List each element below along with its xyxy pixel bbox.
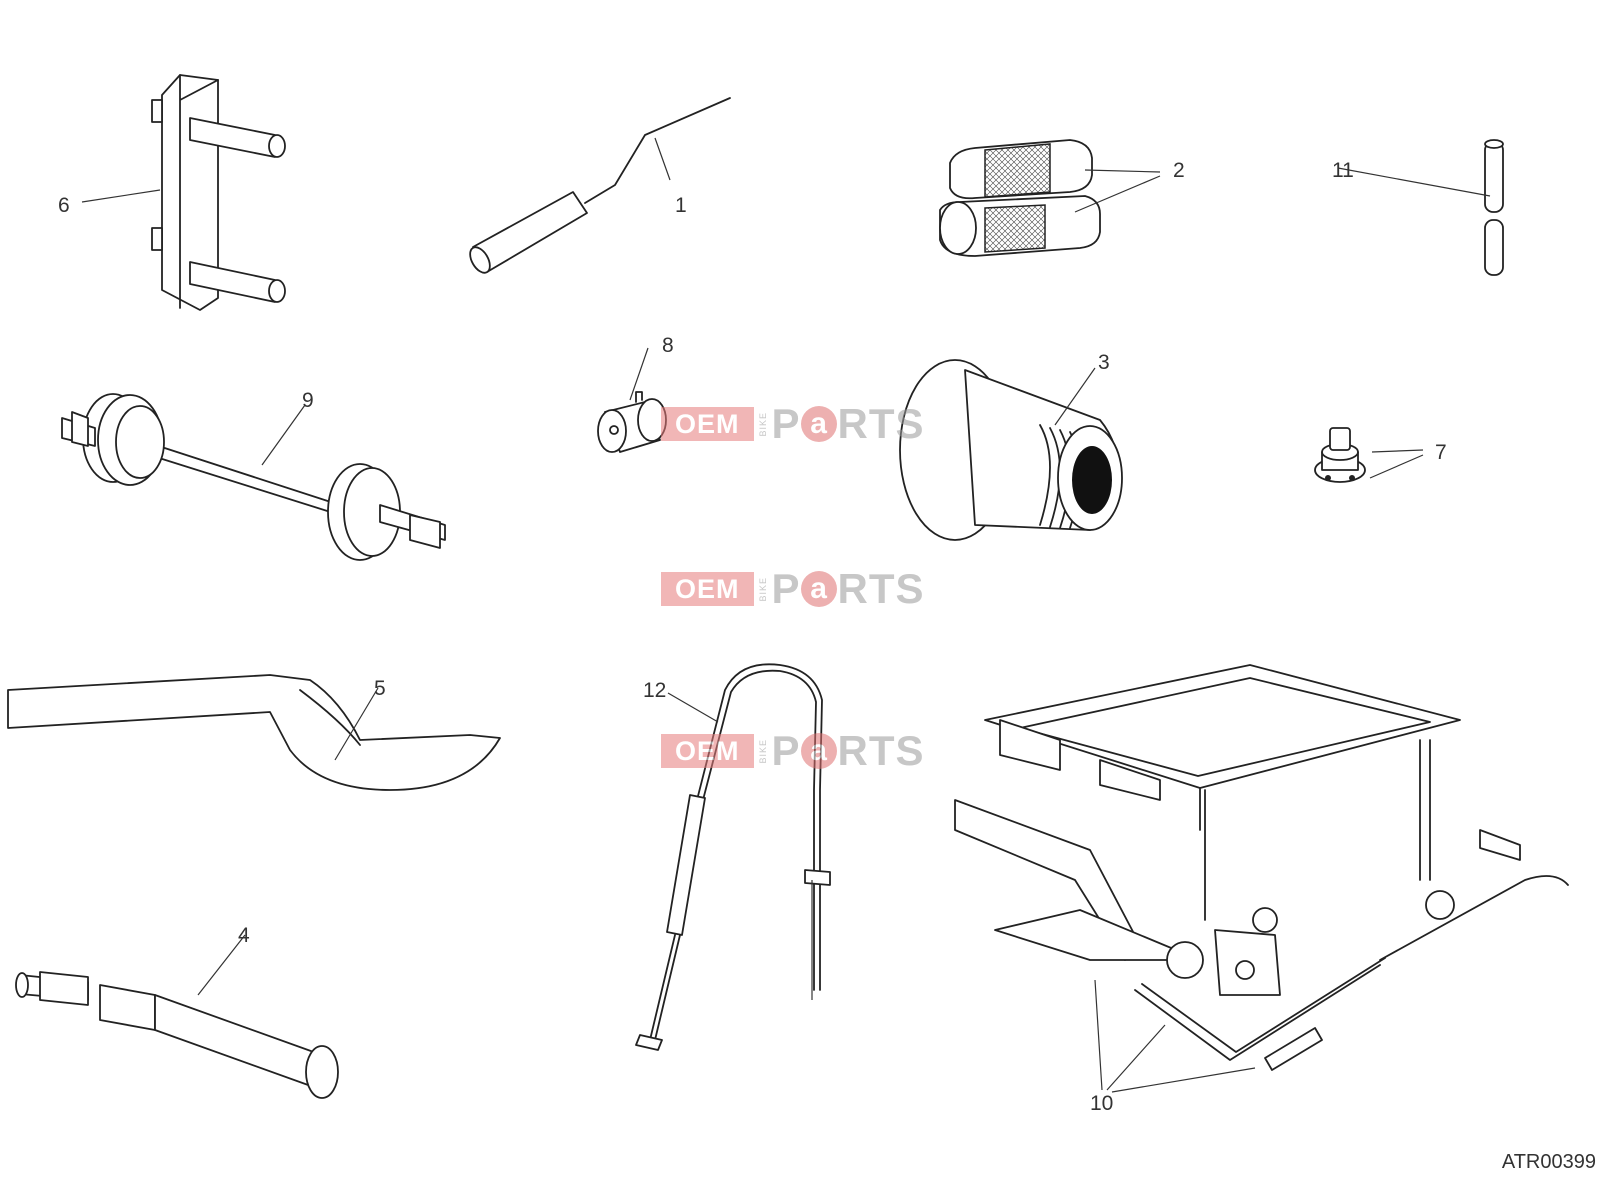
watermark: OEM BIKE P a RTS	[661, 565, 939, 612]
part-6-pin-bracket	[151, 74, 286, 311]
leader-7	[1369, 449, 1424, 479]
leader-2	[1074, 169, 1161, 213]
watermark-rts: RTS	[837, 727, 925, 774]
watermark-p: P	[771, 400, 800, 447]
callout-6: 6	[58, 194, 70, 217]
part-10-stand	[954, 664, 1569, 1071]
leader-12	[667, 692, 719, 723]
watermark-p: P	[771, 565, 800, 612]
part-11-pin	[1484, 139, 1504, 276]
watermark-bike: BIKE	[757, 738, 768, 764]
part-3-flanged-sleeve	[899, 359, 1123, 541]
watermark: OEM BIKE P a RTS	[661, 727, 939, 774]
callout-9: 9	[302, 389, 314, 412]
leader-4	[197, 934, 246, 996]
watermark-bike: BIKE	[757, 576, 768, 602]
leader-8	[629, 347, 649, 401]
watermark-oem: OEM	[661, 572, 754, 606]
watermark-a: a	[800, 406, 837, 442]
leader-10	[1094, 979, 1256, 1093]
leader-3	[1054, 367, 1096, 426]
callout-12: 12	[643, 679, 667, 702]
watermark-oem: OEM	[661, 407, 754, 441]
callout-5: 5	[374, 677, 386, 700]
part-2-split-bushes	[939, 139, 1101, 257]
callout-4: 4	[238, 924, 250, 947]
part-8-sleeve	[597, 391, 667, 453]
watermark-bike: BIKE	[757, 411, 768, 437]
watermark-rts: RTS	[837, 565, 925, 612]
callout-3: 3	[1098, 351, 1110, 374]
watermark-oem: OEM	[661, 734, 754, 768]
watermark-rts: RTS	[837, 400, 925, 447]
part-1-wire-tool	[469, 97, 731, 274]
leader-11	[1337, 167, 1491, 197]
callout-8: 8	[662, 334, 674, 357]
watermark-p: P	[771, 727, 800, 774]
watermark-a: a	[800, 571, 837, 607]
callout-2: 2	[1173, 159, 1185, 182]
leader-6	[81, 189, 161, 203]
watermark: OEM BIKE P a RTS	[661, 400, 939, 447]
leader-9	[261, 404, 306, 466]
callout-11: 11	[1332, 159, 1354, 182]
reference-code: ATR00399	[1501, 1151, 1596, 1173]
callout-7: 7	[1435, 441, 1447, 464]
callout-1: 1	[675, 194, 687, 217]
callout-10: 10	[1090, 1092, 1114, 1115]
part-12-gauge	[635, 663, 831, 1051]
part-4-drift	[15, 971, 339, 1099]
watermark-a: a	[800, 733, 837, 769]
leader-lines	[81, 137, 1491, 1093]
part-5-hook-wrench	[7, 674, 501, 791]
leader-5	[334, 687, 379, 761]
leader-1	[654, 137, 671, 181]
part-7-fitting	[1314, 427, 1366, 483]
part-9-puller	[61, 393, 446, 561]
